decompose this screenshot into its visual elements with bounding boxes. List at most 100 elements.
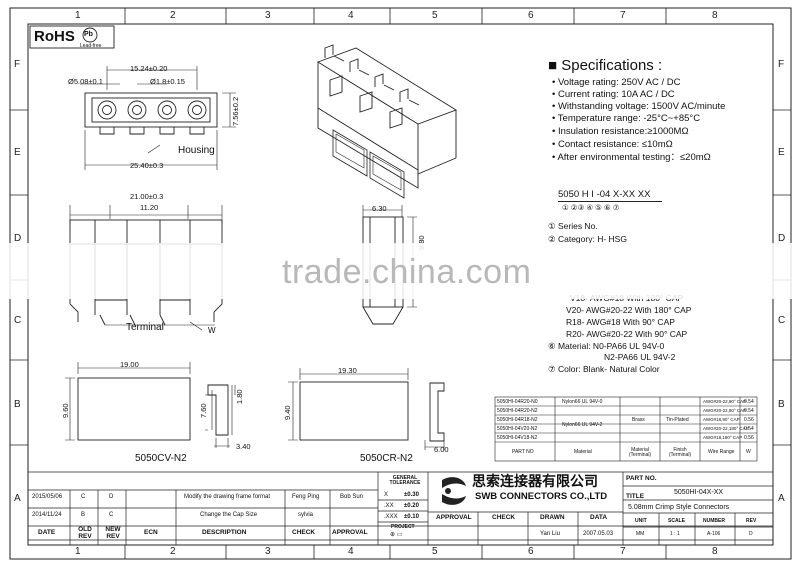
grid-col-6: 6 <box>528 10 534 21</box>
grid-col-4-bottom: 4 <box>348 546 354 557</box>
parts-material-2: Nylon66 UL 94V-2 <box>562 422 603 428</box>
part-no-value: 5050HI-04X-XX <box>674 489 724 496</box>
parts-row-3-w: 0.56 <box>744 417 754 423</box>
rohs-badge-frame <box>29 25 115 49</box>
grid-row-b-right: B <box>778 399 785 410</box>
dim-cv-side-w: 3.40 <box>236 442 251 451</box>
grid-row-e: E <box>14 147 21 158</box>
rev-header-old: OLD REV <box>78 526 92 540</box>
rev-value: D <box>749 531 753 537</box>
grid-col-8-bottom: 8 <box>712 546 718 557</box>
parts-row-2-wire: AWG#20-22,90° CAP <box>703 408 747 413</box>
dim-front-width: 21.00±0.3 <box>130 192 164 201</box>
cap-5050cv-drawing <box>65 362 236 448</box>
grid-row-e-right: E <box>778 147 785 158</box>
drawn-date: 2007.05.03 <box>583 531 614 537</box>
parts-table-lines <box>494 396 758 462</box>
parts-header-w: W <box>746 449 751 455</box>
spec-item-6: • Contact resistance: ≤10mΩ <box>552 139 673 150</box>
grid-col-2: 2 <box>170 10 176 21</box>
part-no-label: PART NO. <box>626 475 657 482</box>
code-line-r18: R18- AWG#18 With 90° CAP <box>566 317 675 327</box>
code-line-material: ⑥ Material: N0-PA66 UL 94V-0 <box>548 341 665 351</box>
dim-pitch-total: 15.24±0.20 <box>130 64 168 73</box>
spec-item-7: • After environmental testing：≤20mΩ <box>552 152 711 163</box>
pb-icon: Pb <box>84 31 93 38</box>
parts-row-3-wire: AWG#18,90° CAP <box>703 417 740 422</box>
parts-header-no: PART NO <box>512 449 534 455</box>
company-name-cn: 思索连接器有限公司 <box>472 473 598 489</box>
spec-item-3: • Withstanding voltage: 1500V AC/minute <box>552 101 726 112</box>
grid-col-3-bottom: 3 <box>265 546 271 557</box>
sign-drawn: DRAWN <box>540 514 565 521</box>
part-code-markers: ① ②③ ④ ⑤ ⑥ ⑦ <box>562 203 620 212</box>
code-line-series: ① Series No. <box>548 221 598 231</box>
swb-logo-mark <box>442 477 466 505</box>
grid-row-f-right: F <box>778 59 785 70</box>
cv-label: 5050CV-N2 <box>135 453 187 464</box>
grid-row-d-right: D <box>778 233 786 244</box>
spec-item-1: • Voltage rating: 250V AC / DC <box>552 77 681 88</box>
grid-row-c-right: C <box>778 315 786 326</box>
rohs-label: RoHS <box>34 28 75 45</box>
part-code-underline <box>558 201 662 202</box>
dim-cv-side-h: 7.60 <box>199 403 208 418</box>
parts-row-4-w: 0.54 <box>744 426 754 432</box>
code-line-v20: V20- AWG#20-22 With 180° CAP <box>566 305 692 315</box>
grid-col-4: 4 <box>348 10 354 21</box>
sign-approval: APPROVAL <box>436 514 472 521</box>
tol-xxx-val: ±0.10 <box>404 514 419 520</box>
grid-row-b: B <box>14 399 21 410</box>
grid-col-5: 5 <box>432 10 438 21</box>
rev-1-date: 2015/05/06 <box>32 494 63 500</box>
grid-row-a: A <box>14 493 21 504</box>
cap-5050cr-drawing <box>288 368 445 450</box>
spec-voltage: Voltage rating: 250V AC / DC <box>557 77 681 88</box>
code-line-color: ⑦ Color: Blank- Natural Color <box>548 364 660 374</box>
number-value: A-106 <box>707 531 721 537</box>
parts-header-material: Material <box>574 449 592 455</box>
grid-col-6-bottom: 6 <box>528 546 534 557</box>
grid-col-7: 7 <box>620 10 626 21</box>
rev-header-ecn: ECN <box>144 529 158 536</box>
cr-label: 5050CR-N2 <box>360 453 413 464</box>
projection-icon: ⊕ ▭ <box>390 532 403 538</box>
dim-cr-side-w: 6.00 <box>434 445 449 454</box>
rev-1-check: Feng Ping <box>292 494 320 500</box>
connector-isometric-view <box>316 44 458 199</box>
rev-header-approval: APPROVAL <box>332 529 368 536</box>
parts-row-1-no: 5050HI-04R20-N0 <box>497 399 538 405</box>
grid-row-c: C <box>14 315 22 326</box>
spec-current: Current rating: 10A AC / DC <box>557 89 675 100</box>
parts-finish: Tin-Plated <box>666 417 689 423</box>
grid-col-5-bottom: 5 <box>432 546 438 557</box>
parts-row-5-no: 5050HI-04V18-N2 <box>497 435 538 441</box>
parts-row-2-no: 5050HI-04R20-N2 <box>497 408 538 414</box>
rev-2-check: sylvia <box>298 512 314 518</box>
terminal-label: Terminal <box>126 322 164 333</box>
scale-value: 1 : 1 <box>670 531 680 537</box>
housing-front-view <box>80 66 236 170</box>
grid-row-f: F <box>14 59 21 70</box>
grid-col-2-bottom: 2 <box>170 546 176 557</box>
specs-title-text: Specifications <box>561 57 654 74</box>
watermark-text: trade.china.com <box>282 253 532 291</box>
tol-x: X <box>384 492 389 498</box>
drawn-by: Yan Liu <box>540 531 560 537</box>
project-label: PROJECT <box>391 524 415 530</box>
rev-header-new: NEW REV <box>105 526 121 540</box>
spec-contact: Contact resistance: ≤10mΩ <box>557 139 673 150</box>
rev-header-description: DESCRIPTION <box>202 529 247 536</box>
spec-item-4: • Temperature range: -25°C~+85°C <box>552 113 701 124</box>
parts-terminal-material: Brass <box>632 417 645 423</box>
spec-temperature: Temperature range: -25°C~+85°C <box>557 113 701 124</box>
company-name-en: SWB CONNECTORS CO.,LTD <box>475 491 608 502</box>
dim-cr-height: 9.40 <box>283 405 292 420</box>
rev-2-old: B <box>81 512 86 518</box>
tol-x-val: ±0.30 <box>404 492 419 498</box>
part-code: 5050 H I -04 X-XX XX <box>558 189 651 200</box>
parts-material-1: Nylon66 UL 94V-0 <box>562 399 603 405</box>
parts-row-3-no: 5050HI-04R18-N2 <box>497 417 538 423</box>
rev-1-approval: Bob Sun <box>340 494 364 500</box>
spec-environmental: After environmental testing：≤20mΩ <box>557 152 711 163</box>
